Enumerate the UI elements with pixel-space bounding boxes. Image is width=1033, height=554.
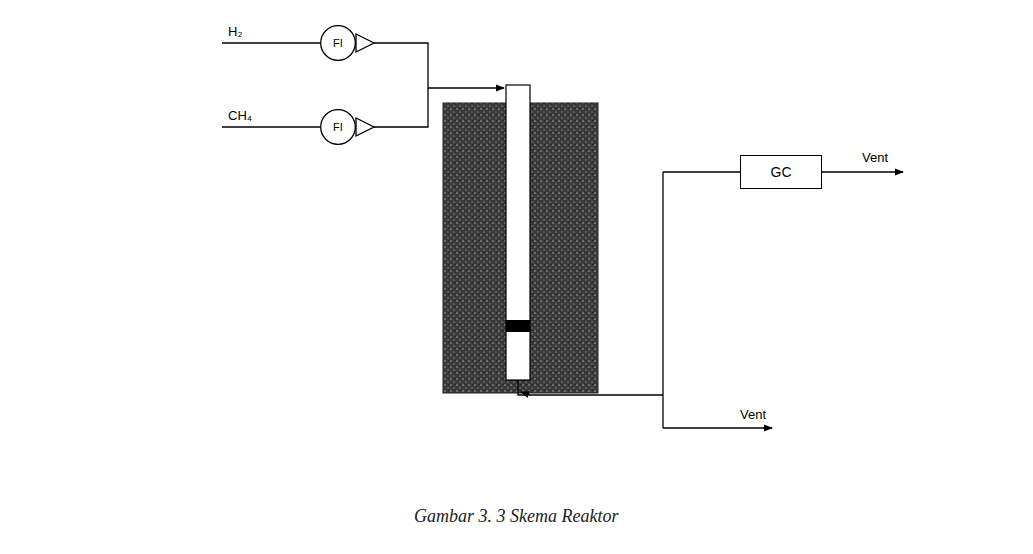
- ch4-feed-line: [222, 126, 320, 127]
- ch4-to-reactor-line: [374, 88, 428, 127]
- instrument-tag: FI: [333, 37, 343, 49]
- vent-label: Vent: [862, 150, 888, 166]
- vent-label: Vent: [740, 407, 766, 423]
- flow-indicator: FI: [320, 25, 356, 61]
- figure-caption: Gambar 3. 3 Skema Reaktor: [414, 506, 618, 527]
- gas-feed-label: CH₄: [228, 108, 252, 124]
- gc-vent-line: [822, 171, 903, 172]
- outlet-arrow: [521, 392, 530, 395]
- h2-to-reactor-line: [374, 43, 504, 88]
- h2-feed-line: [222, 42, 320, 43]
- instrument-tag: FI: [333, 121, 343, 133]
- gas-chromatograph-box: GC: [740, 155, 822, 189]
- reactor-tube: [506, 85, 530, 380]
- instrument-name: GC: [771, 164, 792, 180]
- gc-feed-line: [663, 171, 740, 172]
- catalyst-bed: [506, 320, 530, 332]
- gas-feed-label: H₂: [228, 24, 242, 40]
- split-line: [662, 172, 663, 428]
- vent-line: [663, 427, 772, 428]
- outlet-line: [518, 380, 663, 395]
- flow-indicator: FI: [320, 109, 356, 145]
